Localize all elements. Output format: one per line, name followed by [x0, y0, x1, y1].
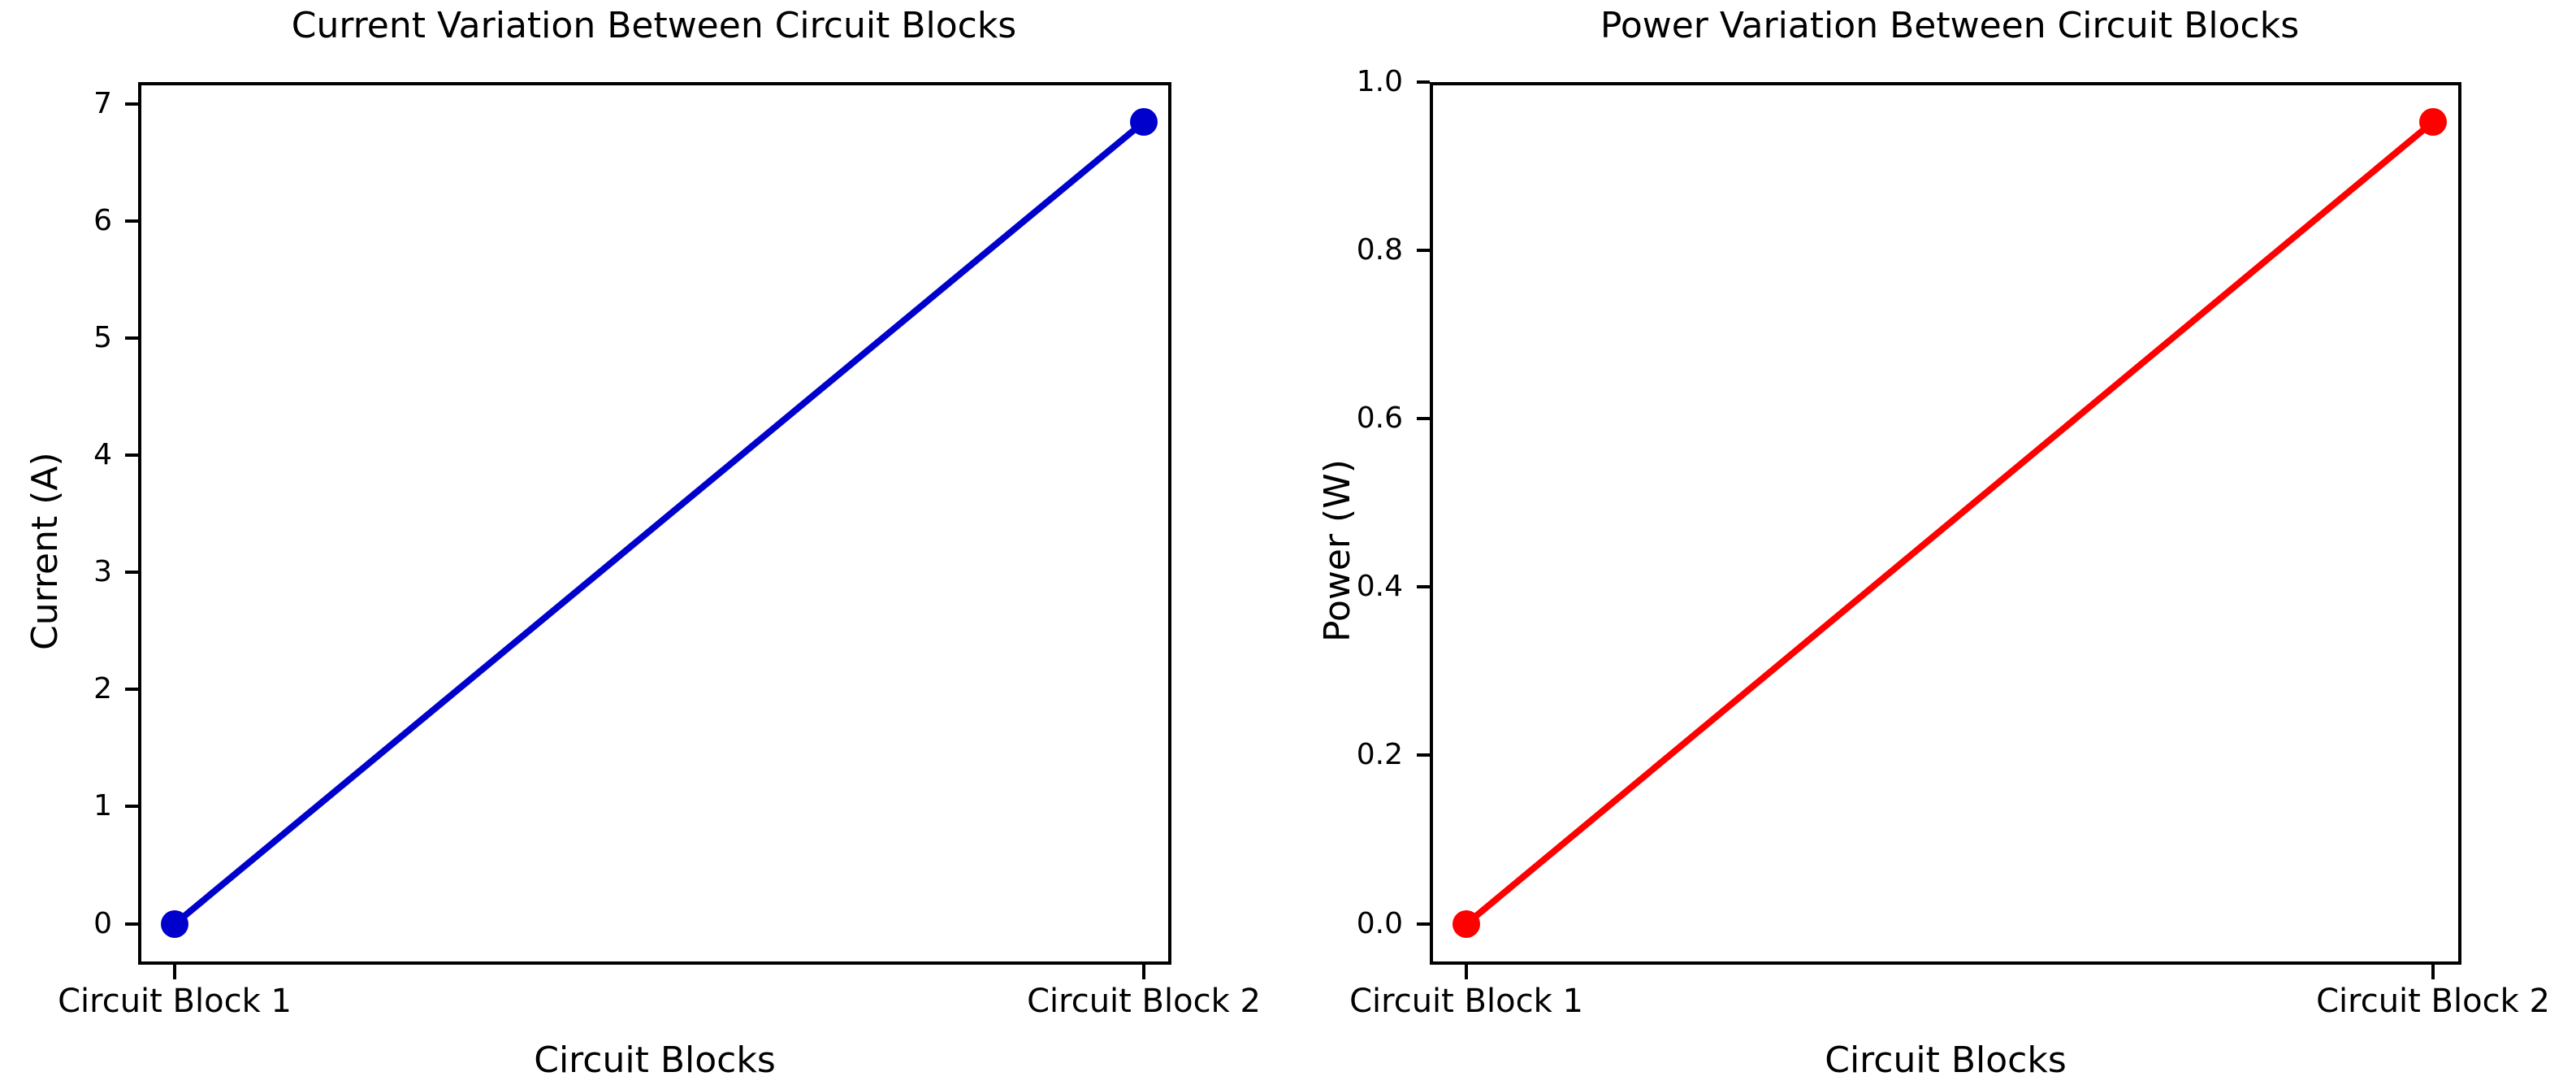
- xtick-label-power-block1: Circuit Block 1: [1349, 983, 1583, 1020]
- chart-title-power: Power Variation Between Circuit Blocks: [1600, 5, 2300, 46]
- xlabel-power: Circuit Blocks: [1825, 1039, 2067, 1081]
- ytick-label-current-6: 6: [93, 204, 112, 237]
- ytick-mark-current-1: [125, 805, 138, 808]
- ytick-label-current-1: 1: [93, 789, 112, 822]
- ytick-label-current-3: 3: [93, 555, 112, 588]
- data-point-current-block1: [161, 910, 188, 938]
- ytick-label-current-0: 0: [93, 907, 112, 940]
- ytick-label-power-10: 1.0: [1356, 65, 1403, 98]
- ytick-mark-current-4: [125, 454, 138, 457]
- current-chart-panel: Current Variation Between Circuit Blocks…: [24, 5, 1261, 1081]
- power-chart-panel: Power Variation Between Circuit Blocks 1…: [1288, 0, 2576, 1085]
- ytick-mark-power-06: [1417, 417, 1430, 420]
- chart-title-current: Current Variation Between Circuit Blocks: [291, 5, 1017, 46]
- line-segment-current: [172, 119, 1146, 927]
- ytick-mark-power-04: [1417, 585, 1430, 588]
- ytick-label-power-00: 0.0: [1356, 907, 1403, 940]
- xtick-label-current-block2: Circuit Block 2: [1027, 983, 1261, 1020]
- xtick-mark-power-block1: [1465, 965, 1468, 979]
- ytick-mark-power-08: [1417, 249, 1430, 252]
- ytick-label-power-02: 0.2: [1356, 738, 1403, 771]
- series-line-power: [1453, 108, 2447, 938]
- ytick-mark-current-0: [125, 922, 138, 926]
- line-segment-power: [1464, 119, 2435, 927]
- xtick-label-power-block2: Circuit Block 2: [2316, 983, 2550, 1020]
- ytick-label-current-2: 2: [93, 672, 112, 705]
- xtick-mark-power-block2: [2431, 965, 2435, 979]
- ytick-label-current-4: 4: [93, 438, 112, 471]
- data-point-power-block2: [2419, 108, 2447, 136]
- ytick-label-power-08: 0.8: [1356, 233, 1403, 267]
- ytick-mark-current-5: [125, 336, 138, 340]
- ytick-label-power-04: 0.4: [1356, 570, 1403, 603]
- xtick-mark-current-block2: [1142, 965, 1145, 979]
- ytick-mark-power-10: [1417, 80, 1430, 84]
- ytick-mark-current-2: [125, 688, 138, 691]
- plot-area-power: [1430, 82, 2461, 965]
- ytick-mark-current-7: [125, 102, 138, 106]
- xtick-label-current-block1: Circuit Block 1: [58, 983, 292, 1020]
- ytick-label-power-06: 0.6: [1356, 401, 1403, 435]
- series-line-current: [161, 108, 1158, 938]
- xtick-mark-current-block1: [173, 965, 176, 979]
- ytick-label-current-7: 7: [93, 87, 112, 120]
- data-point-current-block2: [1130, 108, 1158, 136]
- ytick-mark-power-02: [1417, 753, 1430, 757]
- data-point-power-block1: [1453, 910, 1480, 938]
- ytick-mark-current-6: [125, 219, 138, 223]
- xlabel-current: Circuit Blocks: [534, 1039, 776, 1081]
- ytick-label-current-5: 5: [93, 321, 112, 354]
- plot-area-current: [138, 82, 1171, 965]
- ytick-mark-current-3: [125, 571, 138, 574]
- ytick-mark-power-00: [1417, 922, 1430, 926]
